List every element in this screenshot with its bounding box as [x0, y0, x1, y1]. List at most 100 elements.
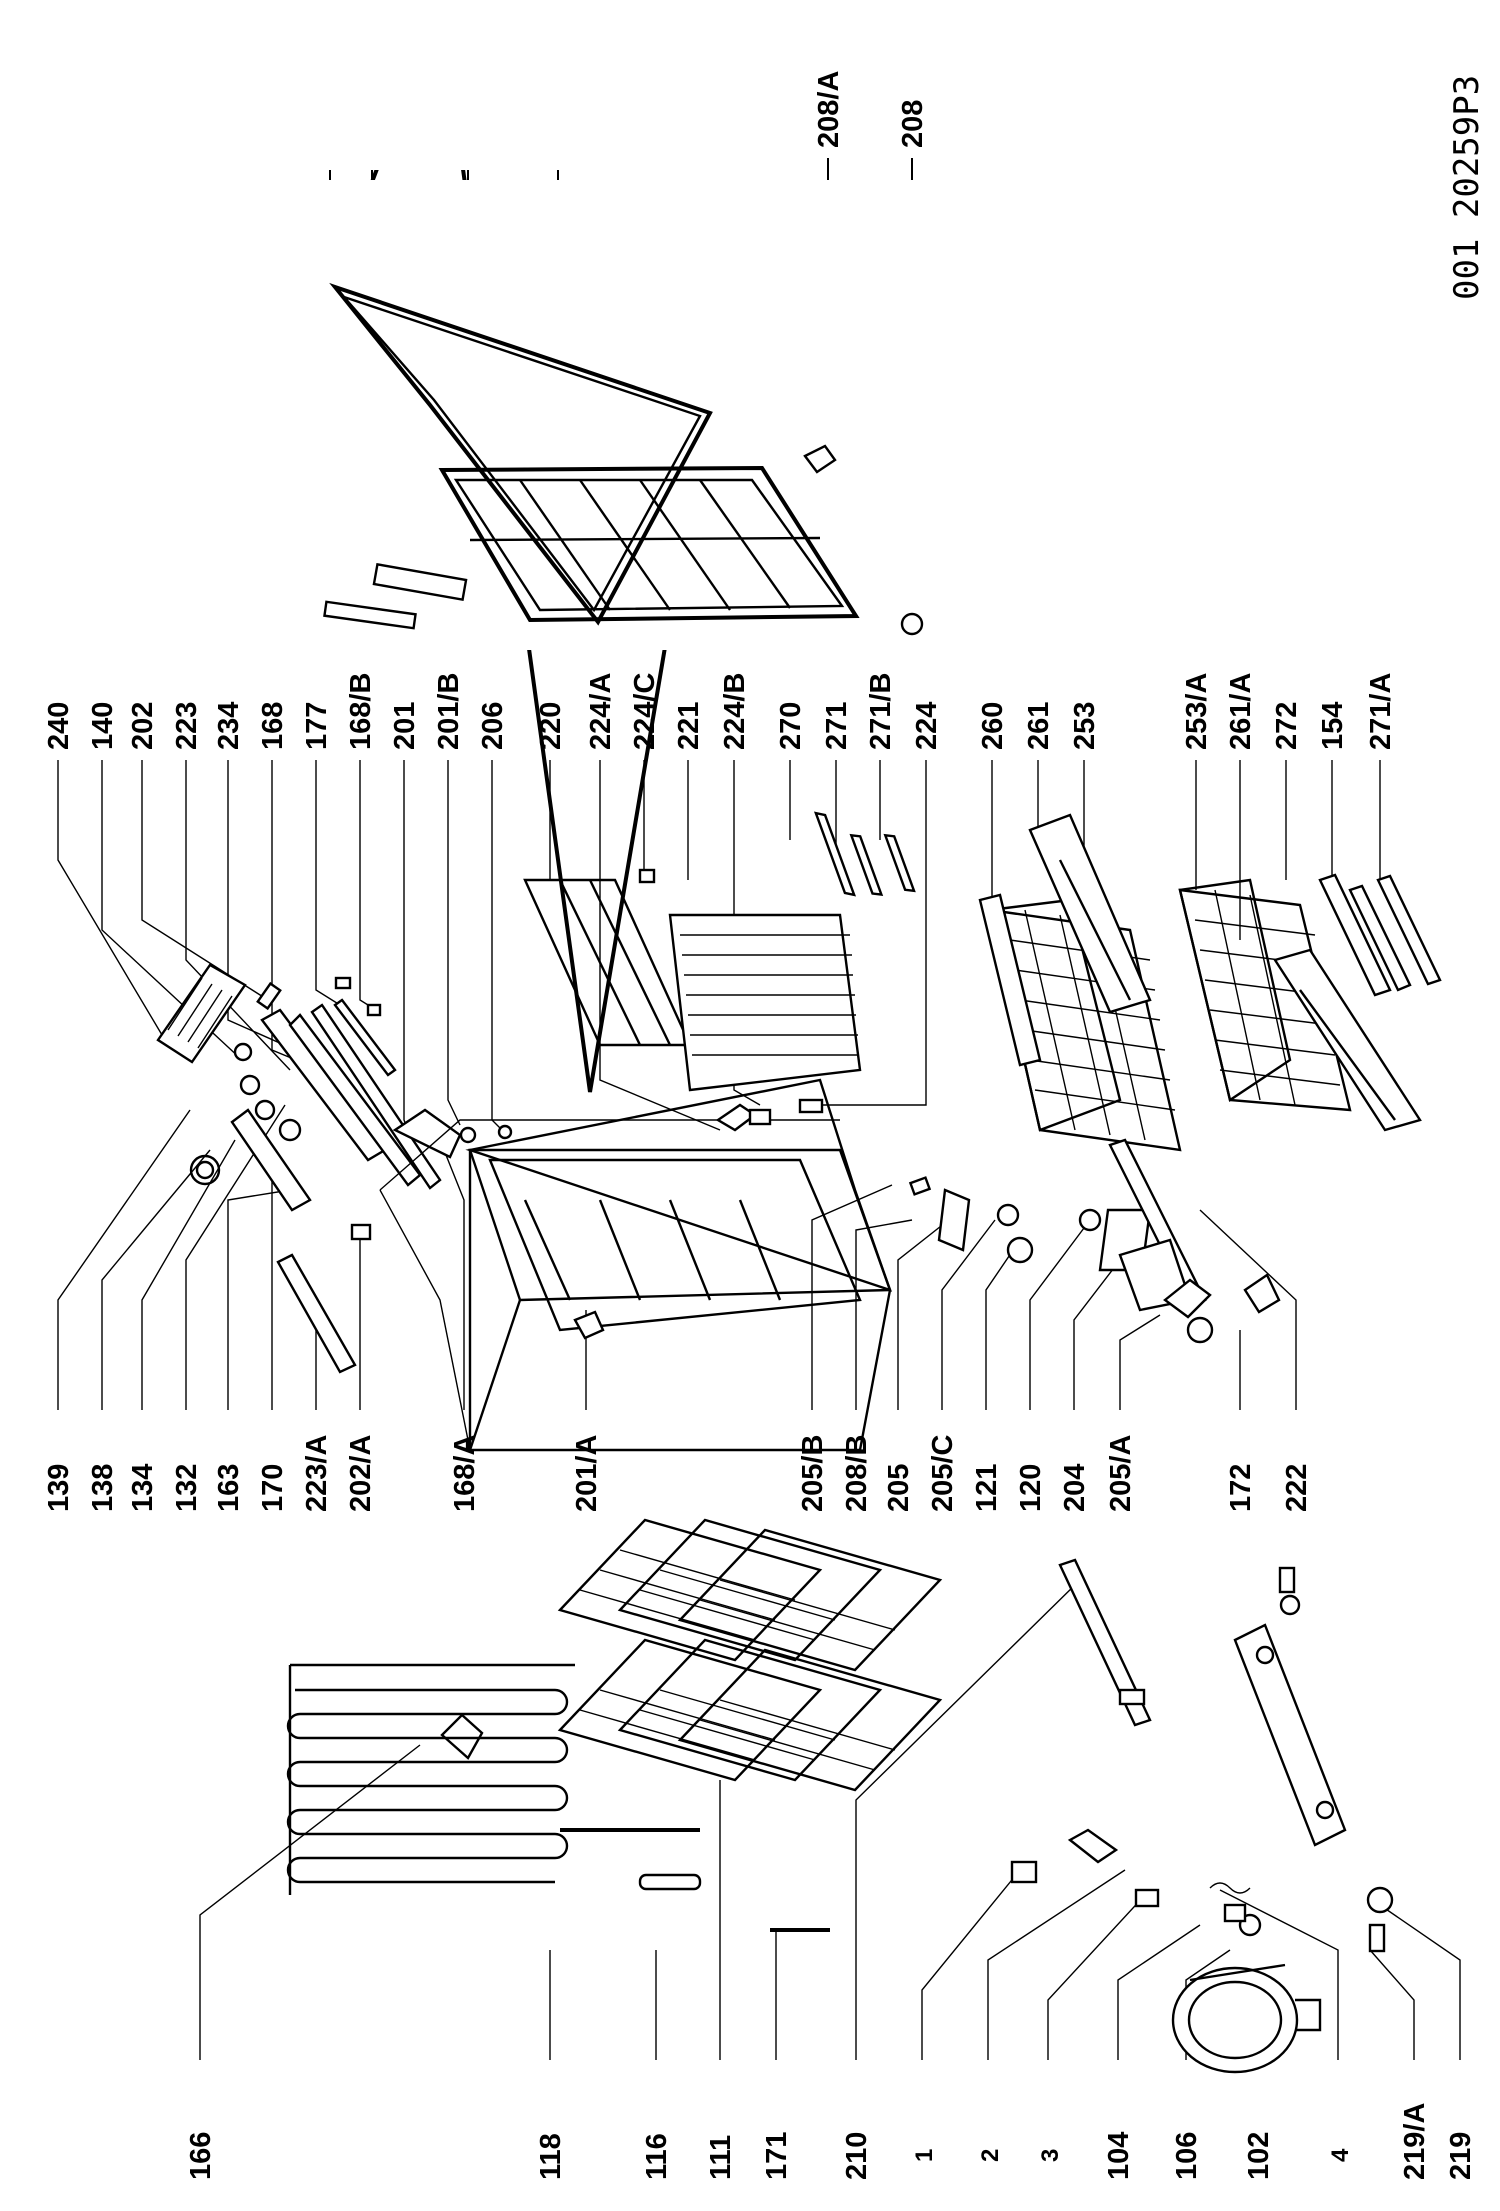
label-102: 102	[1243, 2132, 1275, 2180]
drawer-front-261	[1028, 813, 1152, 1014]
label-168: 168	[257, 702, 289, 750]
label-4: 4	[1327, 2148, 1354, 2162]
label-111: 111	[705, 2135, 737, 2180]
label-205: 205	[883, 1464, 915, 1512]
label-168b: 168/B	[345, 673, 377, 750]
label-201: 201	[389, 702, 421, 750]
part-208	[900, 612, 924, 636]
part-166	[440, 1713, 484, 1760]
label-2: 2	[977, 2149, 1004, 2162]
label-205a: 205/A	[1105, 1435, 1137, 1512]
label-171: 171	[761, 2132, 793, 2180]
hinge-parts	[392, 1108, 513, 1159]
label-166: 166	[185, 2132, 217, 2180]
relay-104	[1223, 1903, 1262, 1937]
label-260: 260	[977, 702, 1009, 750]
liner-rib-3	[639, 479, 731, 611]
label-208b: 208/B	[841, 1435, 873, 1512]
label-221: 221	[673, 702, 705, 750]
label-172: 172	[1225, 1464, 1257, 1512]
label-224b: 224/B	[719, 673, 751, 750]
parts-204	[1118, 1238, 1281, 1344]
label-202a: 202/A	[345, 1435, 377, 1512]
basket-260	[978, 893, 1182, 1152]
basket-253a	[1178, 878, 1352, 1112]
door-liner-inner	[453, 478, 845, 612]
label-177: 177	[301, 702, 333, 750]
label-138: 138	[87, 1464, 119, 1512]
label-201a: 201/A	[571, 1435, 603, 1512]
part-4	[1209, 1882, 1251, 1894]
label-1: 1	[911, 2149, 938, 2162]
document-id: 001 20259P3	[1447, 75, 1487, 300]
label-202: 202	[127, 702, 159, 750]
label-121: 121	[971, 1464, 1003, 1512]
liner-rib-1	[519, 479, 611, 611]
label-223: 223	[171, 702, 203, 750]
control-panel-parts	[156, 963, 442, 1374]
label-134: 134	[127, 1464, 159, 1512]
label-219a: 219/A	[1399, 2103, 1431, 2180]
label-116: 116	[641, 2133, 673, 2180]
outer-door-302-polygon	[329, 282, 713, 626]
evaporator-111	[557, 1518, 943, 1832]
label-104: 104	[1103, 2132, 1135, 2180]
mask	[300, 0, 730, 170]
drawer-221	[638, 868, 862, 1132]
drawer-front-261a	[1273, 948, 1422, 1132]
shelf-220	[523, 878, 692, 1047]
part-208a	[803, 444, 837, 474]
label-170: 170	[257, 1464, 289, 1512]
label-271a: 271/A	[1365, 673, 1397, 750]
label-224a: 224/A	[585, 673, 617, 750]
label-106: 106	[1171, 2132, 1203, 2180]
label-168a: 168/A	[449, 1435, 481, 1512]
bottom-labels: 166 118 116 111 171 210 1 2 3 104 106 10…	[185, 2103, 1477, 2180]
label-240: 240	[43, 702, 75, 750]
condenser-118	[286, 1663, 575, 1895]
part-333	[372, 562, 468, 602]
label-253a: 253/A	[1181, 673, 1213, 750]
label-201b: 201/B	[433, 673, 465, 750]
middle-lower-labels: 139 138 134 132 163 170 223/A 202/A 168/…	[43, 1435, 1313, 1512]
label-3: 3	[1037, 2149, 1064, 2162]
label-234: 234	[213, 702, 245, 750]
label-163: 163	[213, 1464, 245, 1512]
label-253: 253	[1069, 702, 1101, 750]
strips-270	[813, 811, 916, 897]
label-224: 224	[911, 702, 943, 750]
liner-rib-4	[699, 479, 791, 609]
label-271: 271	[821, 702, 853, 750]
part-1	[1010, 1860, 1038, 1884]
part-2	[1067, 1828, 1119, 1864]
label-272: 272	[1271, 702, 1303, 750]
part-3	[1134, 1888, 1160, 1908]
part-337	[323, 600, 417, 630]
label-208: 208	[897, 100, 929, 148]
small-parts-205	[908, 1176, 1152, 1272]
label-205c: 205/C	[927, 1435, 959, 1512]
label-261a: 261/A	[1225, 673, 1257, 750]
base-rail-219	[1233, 1566, 1394, 1953]
label-222: 222	[1281, 1464, 1313, 1512]
label-120: 120	[1015, 1464, 1047, 1512]
label-206: 206	[477, 702, 509, 750]
label-205b: 205/B	[797, 1435, 829, 1512]
label-210: 210	[841, 2132, 873, 2180]
label-139: 139	[43, 1464, 75, 1512]
liner-rib-h	[469, 536, 821, 542]
label-140: 140	[87, 702, 119, 750]
door-liner	[438, 465, 860, 623]
middle-upper-labels: 240 140 202 223 234 168 177 168/B 201 20…	[43, 673, 1397, 750]
label-223a: 223/A	[301, 1435, 333, 1512]
label-270: 270	[775, 702, 807, 750]
label-271b: 271/B	[865, 673, 897, 750]
compressor-102	[1171, 1963, 1322, 2074]
label-132: 132	[171, 1464, 203, 1512]
label-261: 261	[1023, 702, 1055, 750]
label-219: 219	[1445, 2132, 1477, 2180]
tube-210	[1058, 1558, 1152, 1727]
part-116	[638, 1873, 702, 1891]
label-208a: 208/A	[813, 71, 845, 148]
liner-rib-2	[579, 479, 671, 611]
